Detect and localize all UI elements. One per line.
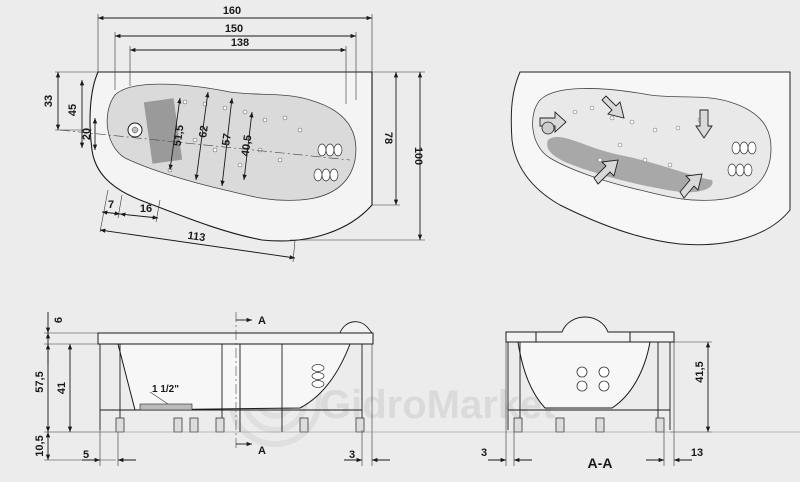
section-title: A-A (588, 455, 613, 471)
render-side-jets (727, 141, 757, 177)
plan-side-jets (313, 143, 343, 182)
dim-inner-40-5: 40,5 (240, 134, 255, 157)
dim-section-left-3: 3 (481, 447, 487, 459)
section-view: 41,5 3 13 A-A (481, 316, 712, 471)
side-drain (139, 403, 193, 411)
dim-height-57-5: 57,5 (34, 371, 46, 392)
dim-left-33: 33 (43, 95, 55, 107)
render-flow-arrows (539, 95, 713, 199)
dim-length-overall: 160 (223, 5, 241, 17)
section-frame (507, 342, 671, 430)
dim-length-150: 150 (225, 23, 243, 35)
render-drain (541, 121, 555, 135)
side-rim (97, 332, 374, 345)
dim-inner-62: 62 (197, 125, 211, 139)
side-frame (99, 344, 363, 432)
dim-left-45: 45 (67, 104, 79, 116)
section-mark-top: A (258, 315, 266, 327)
side-jets (311, 364, 325, 388)
section-rim-right (629, 331, 675, 343)
section-rim-left (505, 331, 537, 343)
dim-length-138: 138 (231, 37, 249, 49)
dim-section-height-41-5: 41,5 (694, 361, 706, 382)
section-headrest (535, 316, 631, 343)
render-jets (572, 105, 703, 168)
dim-bottom-16: 16 (140, 203, 152, 215)
side-headrest (339, 321, 373, 334)
dim-bottom-7: 7 (108, 199, 114, 211)
render-basin (532, 88, 772, 201)
dim-left-5: 5 (83, 449, 89, 461)
plan-view: 160 150 138 100 78 33 45 20 51,5 62 57 (43, 5, 425, 263)
side-body (117, 343, 351, 411)
dim-height-41: 41 (56, 382, 68, 394)
dim-leg-10-5: 10,5 (34, 435, 46, 456)
dim-inner-51-5: 51,5 (172, 124, 187, 147)
dim-drain-size: 1 1/2" (152, 384, 179, 395)
dim-section-right-13: 13 (691, 447, 703, 459)
dim-right-3: 3 (349, 449, 355, 461)
section-jets (576, 366, 610, 392)
dim-inner-57: 57 (220, 133, 234, 147)
render-view (510, 71, 791, 246)
render-basin-floor (547, 137, 713, 193)
side-view: 1 1/2" A A 6 57,5 41 10,5 5 3 (34, 312, 390, 466)
dim-bottom-113: 113 (187, 230, 206, 244)
dim-top-6: 6 (53, 317, 65, 323)
dim-left-20: 20 (81, 128, 93, 140)
dim-depth-overall: 100 (412, 147, 424, 165)
dim-depth-78: 78 (382, 132, 394, 144)
section-mark-bottom: A (258, 445, 266, 457)
